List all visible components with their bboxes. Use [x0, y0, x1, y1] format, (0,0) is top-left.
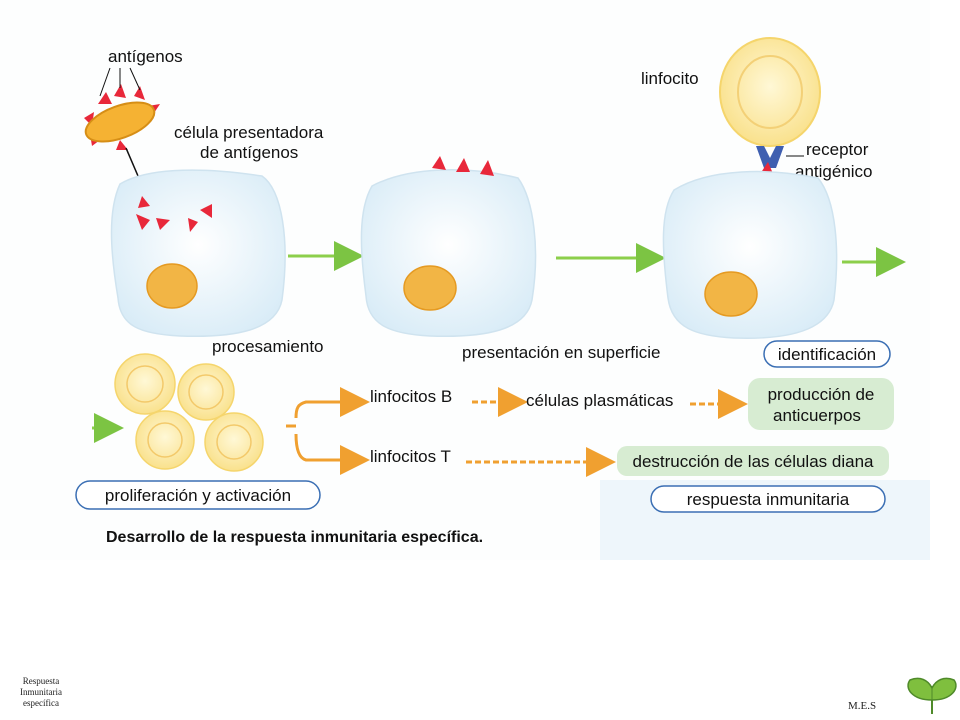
- figure-caption: Desarrollo de la respuesta inmunitaria e…: [106, 529, 483, 546]
- antigen-particle: [84, 84, 160, 150]
- b-lymphocytes-label: linfocitos B: [370, 387, 452, 406]
- antigens-pointer-3: [129, 67, 141, 91]
- antibody-production-box: [748, 378, 894, 430]
- t-lymphocytes-label: linfocitos T: [370, 447, 451, 466]
- antibody-label-line1: producción de: [768, 385, 875, 404]
- proliferation-label: proliferación y activación: [105, 486, 291, 505]
- antigen-fragment: [136, 214, 150, 230]
- plasma-cells-label: células plasmáticas: [526, 391, 673, 410]
- footer-title-line2: Inmunitaria: [20, 687, 62, 697]
- immune-response-label: respuesta inmunitaria: [687, 490, 850, 509]
- processing-label: procesamiento: [212, 337, 324, 356]
- lymphocyte: [114, 353, 176, 415]
- cell-identification: [662, 170, 838, 339]
- surface-antigen: [432, 156, 446, 170]
- antibody-label-line2: anticuerpos: [773, 406, 861, 425]
- antigen-fragment: [200, 204, 212, 218]
- apc-label-line1: célula presentadora: [174, 123, 324, 142]
- footer-title-line3: específica: [23, 698, 59, 708]
- target-destruction-label: destrucción de las células diana: [633, 452, 875, 471]
- lymphocyte: [204, 412, 264, 472]
- footer-title: Respuesta Inmunitaria específica: [8, 676, 74, 709]
- lymphocyte-label: linfocito: [641, 69, 699, 88]
- cell-processing: [110, 169, 286, 338]
- proliferation-box: [75, 480, 321, 510]
- lymphocyte: [135, 410, 195, 470]
- identification-box: [763, 340, 891, 368]
- branch-bracket: [286, 400, 360, 462]
- surface-antigen: [480, 160, 494, 176]
- nucleus: [403, 265, 457, 311]
- proliferating-lymphocytes: [114, 353, 264, 472]
- antigen-fragment: [156, 218, 170, 230]
- apc-label-line2: de antígenos: [200, 143, 298, 162]
- lymphocyte-top: [719, 37, 821, 147]
- surface-presentation-label: presentación en superficie: [462, 343, 660, 362]
- identification-label: identificación: [778, 345, 876, 364]
- immune-response-box: [650, 485, 886, 513]
- antigens-pointer-1: [99, 67, 111, 97]
- lymphocyte: [177, 363, 235, 421]
- receptor-label-line1: receptor: [806, 140, 869, 159]
- footer-author: M.E.S: [848, 700, 877, 712]
- ginkgo-leaf-icon: [907, 677, 957, 714]
- surface-antigen: [456, 158, 470, 172]
- antigens-label: antígenos: [108, 47, 183, 66]
- nucleus: [704, 271, 758, 317]
- nucleus: [146, 263, 198, 309]
- antigen-fragment: [188, 218, 198, 232]
- target-destruction-box: [617, 446, 889, 476]
- receptor-label-line2: antigénico: [795, 162, 873, 181]
- footer-title-line1: Respuesta: [22, 676, 60, 686]
- antigen-fragment: [138, 196, 150, 208]
- cell-presentation: [360, 156, 537, 338]
